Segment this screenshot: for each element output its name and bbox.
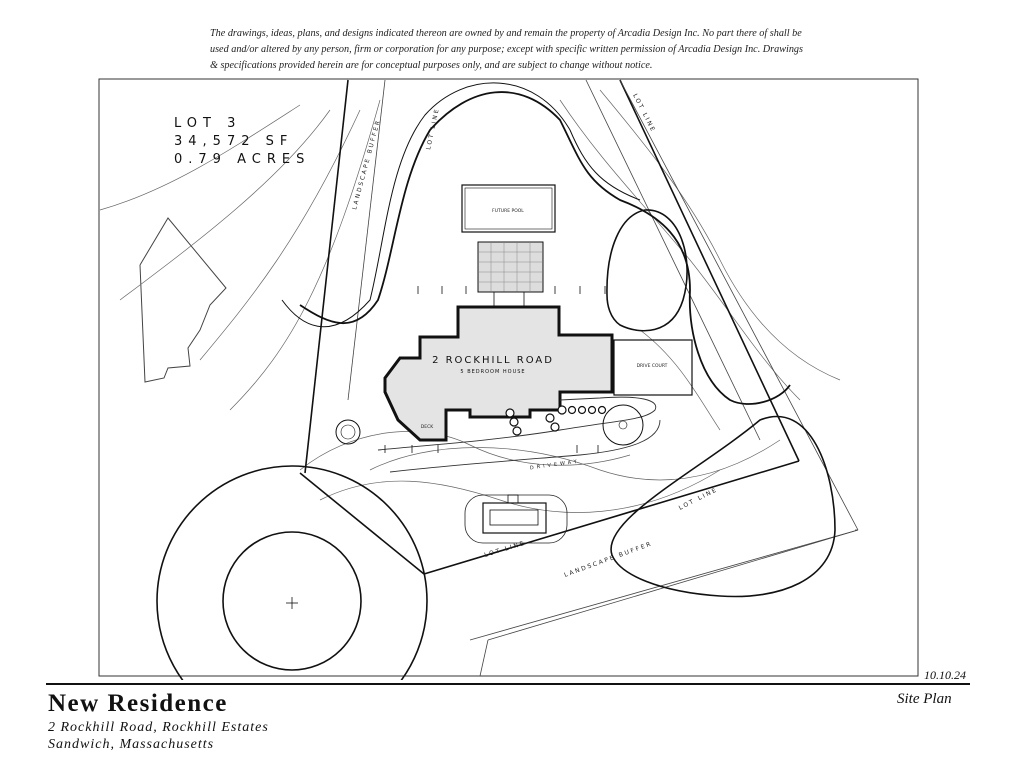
lot-info: LOT 3 34,572 SF 0.79 ACRES xyxy=(174,115,310,169)
deck-label: DECK xyxy=(421,424,434,430)
driveway-label: DRIVEWAY xyxy=(530,459,580,472)
cul-de-sac xyxy=(156,465,428,680)
patio xyxy=(477,241,544,293)
lot-line-label-left: LOT LINE xyxy=(425,107,441,150)
future-pool xyxy=(461,184,556,233)
setback-lines xyxy=(347,79,859,641)
landscape-buffer-label-bottom: LANDSCAPE BUFFER xyxy=(563,540,653,579)
lot-lines xyxy=(299,79,800,575)
light-markers xyxy=(384,286,606,453)
landscape-buffer-label-left: LANDSCAPE BUFFER xyxy=(351,118,382,210)
disclaimer-text: The drawings, ideas, plans, and designs … xyxy=(210,28,803,71)
clearing-limit-inner xyxy=(281,82,641,328)
septic-area xyxy=(482,502,547,534)
house-desc-label: 5 BEDROOM HOUSE xyxy=(460,369,525,375)
neighbor-footprint xyxy=(139,217,227,383)
project-address: 2 Rockhill Road, Rockhill Estates xyxy=(48,720,269,735)
house-footprint xyxy=(383,305,614,442)
drawing-date: 10.10.24 xyxy=(924,668,966,682)
driveway xyxy=(377,396,657,451)
cistern-circle xyxy=(602,404,644,446)
title-rule xyxy=(46,683,970,685)
landscape-buffer-right xyxy=(610,415,836,598)
shrubs xyxy=(505,405,607,436)
lot-number: LOT 3 xyxy=(174,116,242,131)
house-name-label: 2 ROCKHILL ROAD xyxy=(432,355,554,366)
project-title: New Residence xyxy=(48,690,228,717)
site-plan-drawing: FUTURE POOL 2 ROCKHILL ROAD 5 BEDROOM HO… xyxy=(98,78,919,680)
contour-lines xyxy=(99,89,841,513)
lot-line-label-bottom: LOT LINE xyxy=(484,540,527,559)
lot-line-label-bottom-right: LOT LINE xyxy=(678,486,719,512)
well-circle xyxy=(335,419,361,445)
future-pool-label: FUTURE POOL xyxy=(492,208,524,214)
sheet-title: Site Plan xyxy=(897,691,952,707)
lot-area: 34,572 SF xyxy=(174,134,294,149)
project-city: Sandwich, Massachusetts xyxy=(48,737,215,752)
drawing-border xyxy=(98,78,919,677)
drive-court xyxy=(613,339,693,396)
clearing-limit xyxy=(299,91,791,405)
road-edges xyxy=(479,529,859,677)
wetland-oval xyxy=(606,209,688,332)
drive-court-label: DRIVE COURT xyxy=(637,363,668,369)
lot-acres: 0.79 ACRES xyxy=(174,152,311,167)
